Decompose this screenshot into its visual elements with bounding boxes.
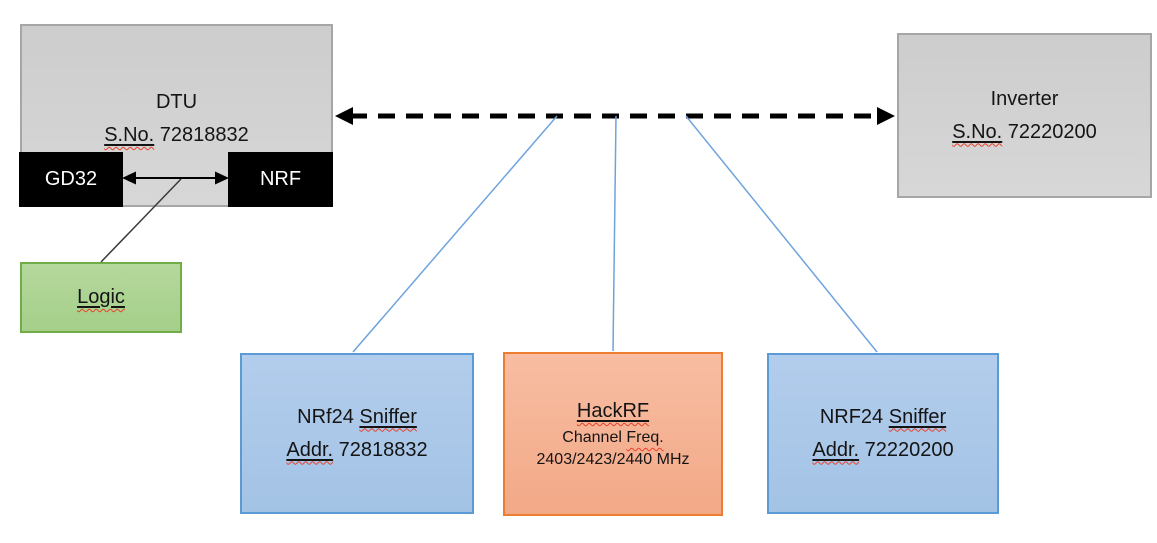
dtu-serial-label: S.No. [104,124,155,146]
inverter-box: Inverter S.No. 72220200 [897,33,1152,198]
hackrf-title: HackRF [576,400,650,422]
sniffer-left-box: NRf24 Sniffer Addr. 72818832 [240,353,474,514]
gd32-label: GD32 [44,168,98,190]
tap-sniffer-right-link [685,115,878,353]
nrf-label: NRF [259,168,302,190]
sniffer-left-name: NRf24 Sniffer [297,405,417,428]
hackrf-frequencies: 2403/2423/2440 MHz [536,451,690,468]
logic-label: Logic [77,286,125,308]
sniffer-right-name: NRF24 Sniffer [819,405,947,428]
sniffer-left-addr: Addr. 72818832 [286,438,428,461]
tap-sniffer-left-link [352,115,558,353]
dtu-serial-number: 72818832 [159,124,249,146]
hackrf-box: HackRF Channel Freq. 2403/2423/2440 MHz [503,352,723,516]
dashed-arrowhead-left [335,107,353,125]
dashed-arrowhead-right [877,107,895,125]
dtu-serial: S.No. 72818832 [104,119,249,152]
logic-box: Logic [20,262,182,333]
inverter-serial-number: 72220200 [1007,120,1097,143]
inverter-title: Inverter [990,87,1059,110]
sniffer-right-addr: Addr. 72220200 [812,438,954,461]
dtu-title: DTU [155,91,198,113]
gd32-box: GD32 [19,152,123,207]
inverter-serial-label: S.No. [952,120,1003,143]
sniffer-right-box: NRF24 Sniffer Addr. 72220200 [767,353,999,514]
tap-hackrf-link [612,115,617,352]
hackrf-channel-freq: Channel Freq. [562,429,664,446]
inverter-serial: S.No. 72220200 [952,116,1097,149]
nrf-box: NRF [228,152,333,207]
